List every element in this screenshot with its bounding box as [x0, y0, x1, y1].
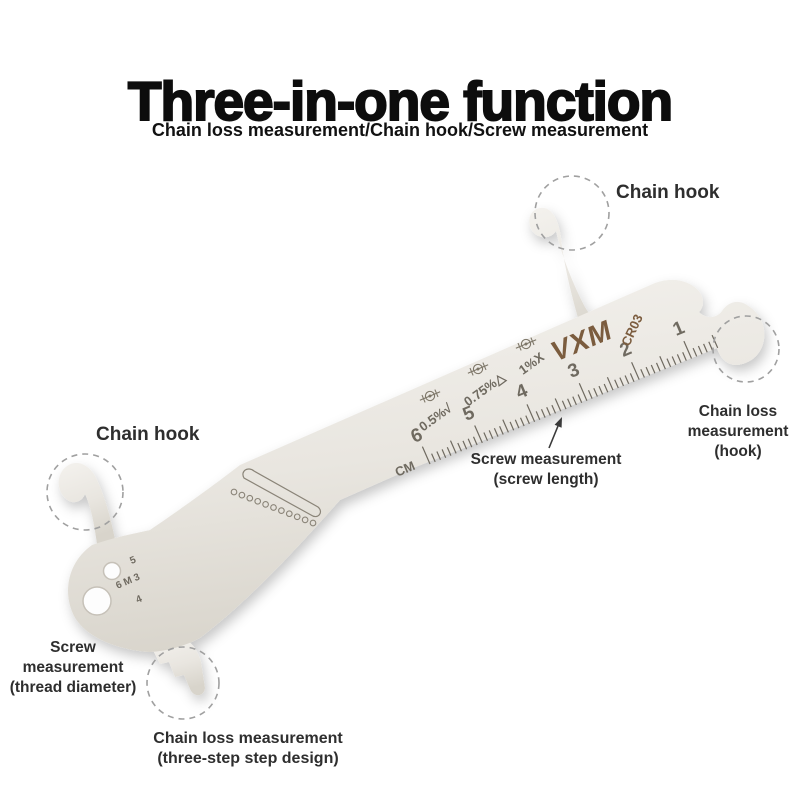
step-hook-shape: [152, 638, 205, 696]
chain-wear-icon: [419, 389, 441, 403]
annotations: [46, 175, 780, 720]
annotation-arrow-screw-length: [548, 417, 562, 449]
callout-line: Chain loss measurement: [153, 730, 343, 747]
page-subtitle: Chain loss measurement/Chain hook/Screw …: [151, 120, 649, 140]
hole-label: 5: [128, 554, 138, 566]
callout-line: Screw: [50, 639, 96, 656]
tool-body: [68, 279, 765, 652]
tool-shapes: [58, 207, 765, 696]
callout-line: Screw measurement: [470, 451, 622, 468]
thread-hole-small: [102, 561, 122, 581]
callout-line: (screw length): [493, 470, 599, 488]
chain-etching-links: [230, 488, 317, 527]
callout-chain-loss-hook: Chain loss measurement (hook): [674, 402, 800, 461]
callout-line: measurement: [22, 658, 124, 676]
annotation-circle-step-design: [146, 646, 220, 720]
callout-chain-hook-top: Chain hook: [616, 182, 720, 203]
chain-wear-icon: [467, 362, 489, 376]
callout-chain-hook-left: Chain hook: [96, 424, 200, 445]
annotation-circle-chain-loss-hook: [712, 315, 780, 383]
callout-line: (three-step step design): [157, 750, 339, 768]
callout-line: measurement: [687, 422, 789, 440]
page-title: Three-in-one function: [127, 69, 674, 133]
callout-screw-length: Screw measurement (screw length): [462, 450, 630, 490]
callout-chain-loss-step: Chain loss measurement (three-step step …: [128, 729, 368, 770]
thread-hole-large: [82, 586, 112, 616]
annotation-circle-chain-hook-left: [46, 453, 124, 531]
chain-hook-left-shape: [58, 462, 116, 545]
callout-line: (thread diameter): [9, 678, 137, 696]
callout-screw-thread: Screw measurement (thread diameter): [2, 638, 144, 697]
hole-label: 4: [134, 593, 144, 605]
chain-etching-outline: [242, 468, 322, 518]
callout-line: (hook): [714, 442, 762, 460]
callout-line: Chain loss: [698, 403, 778, 420]
ruler-ticks: [421, 334, 719, 465]
ruler-unit-label: CM: [393, 458, 417, 480]
annotation-circle-chain-hook-top: [534, 175, 610, 251]
chain-wear-icon: [515, 337, 537, 351]
